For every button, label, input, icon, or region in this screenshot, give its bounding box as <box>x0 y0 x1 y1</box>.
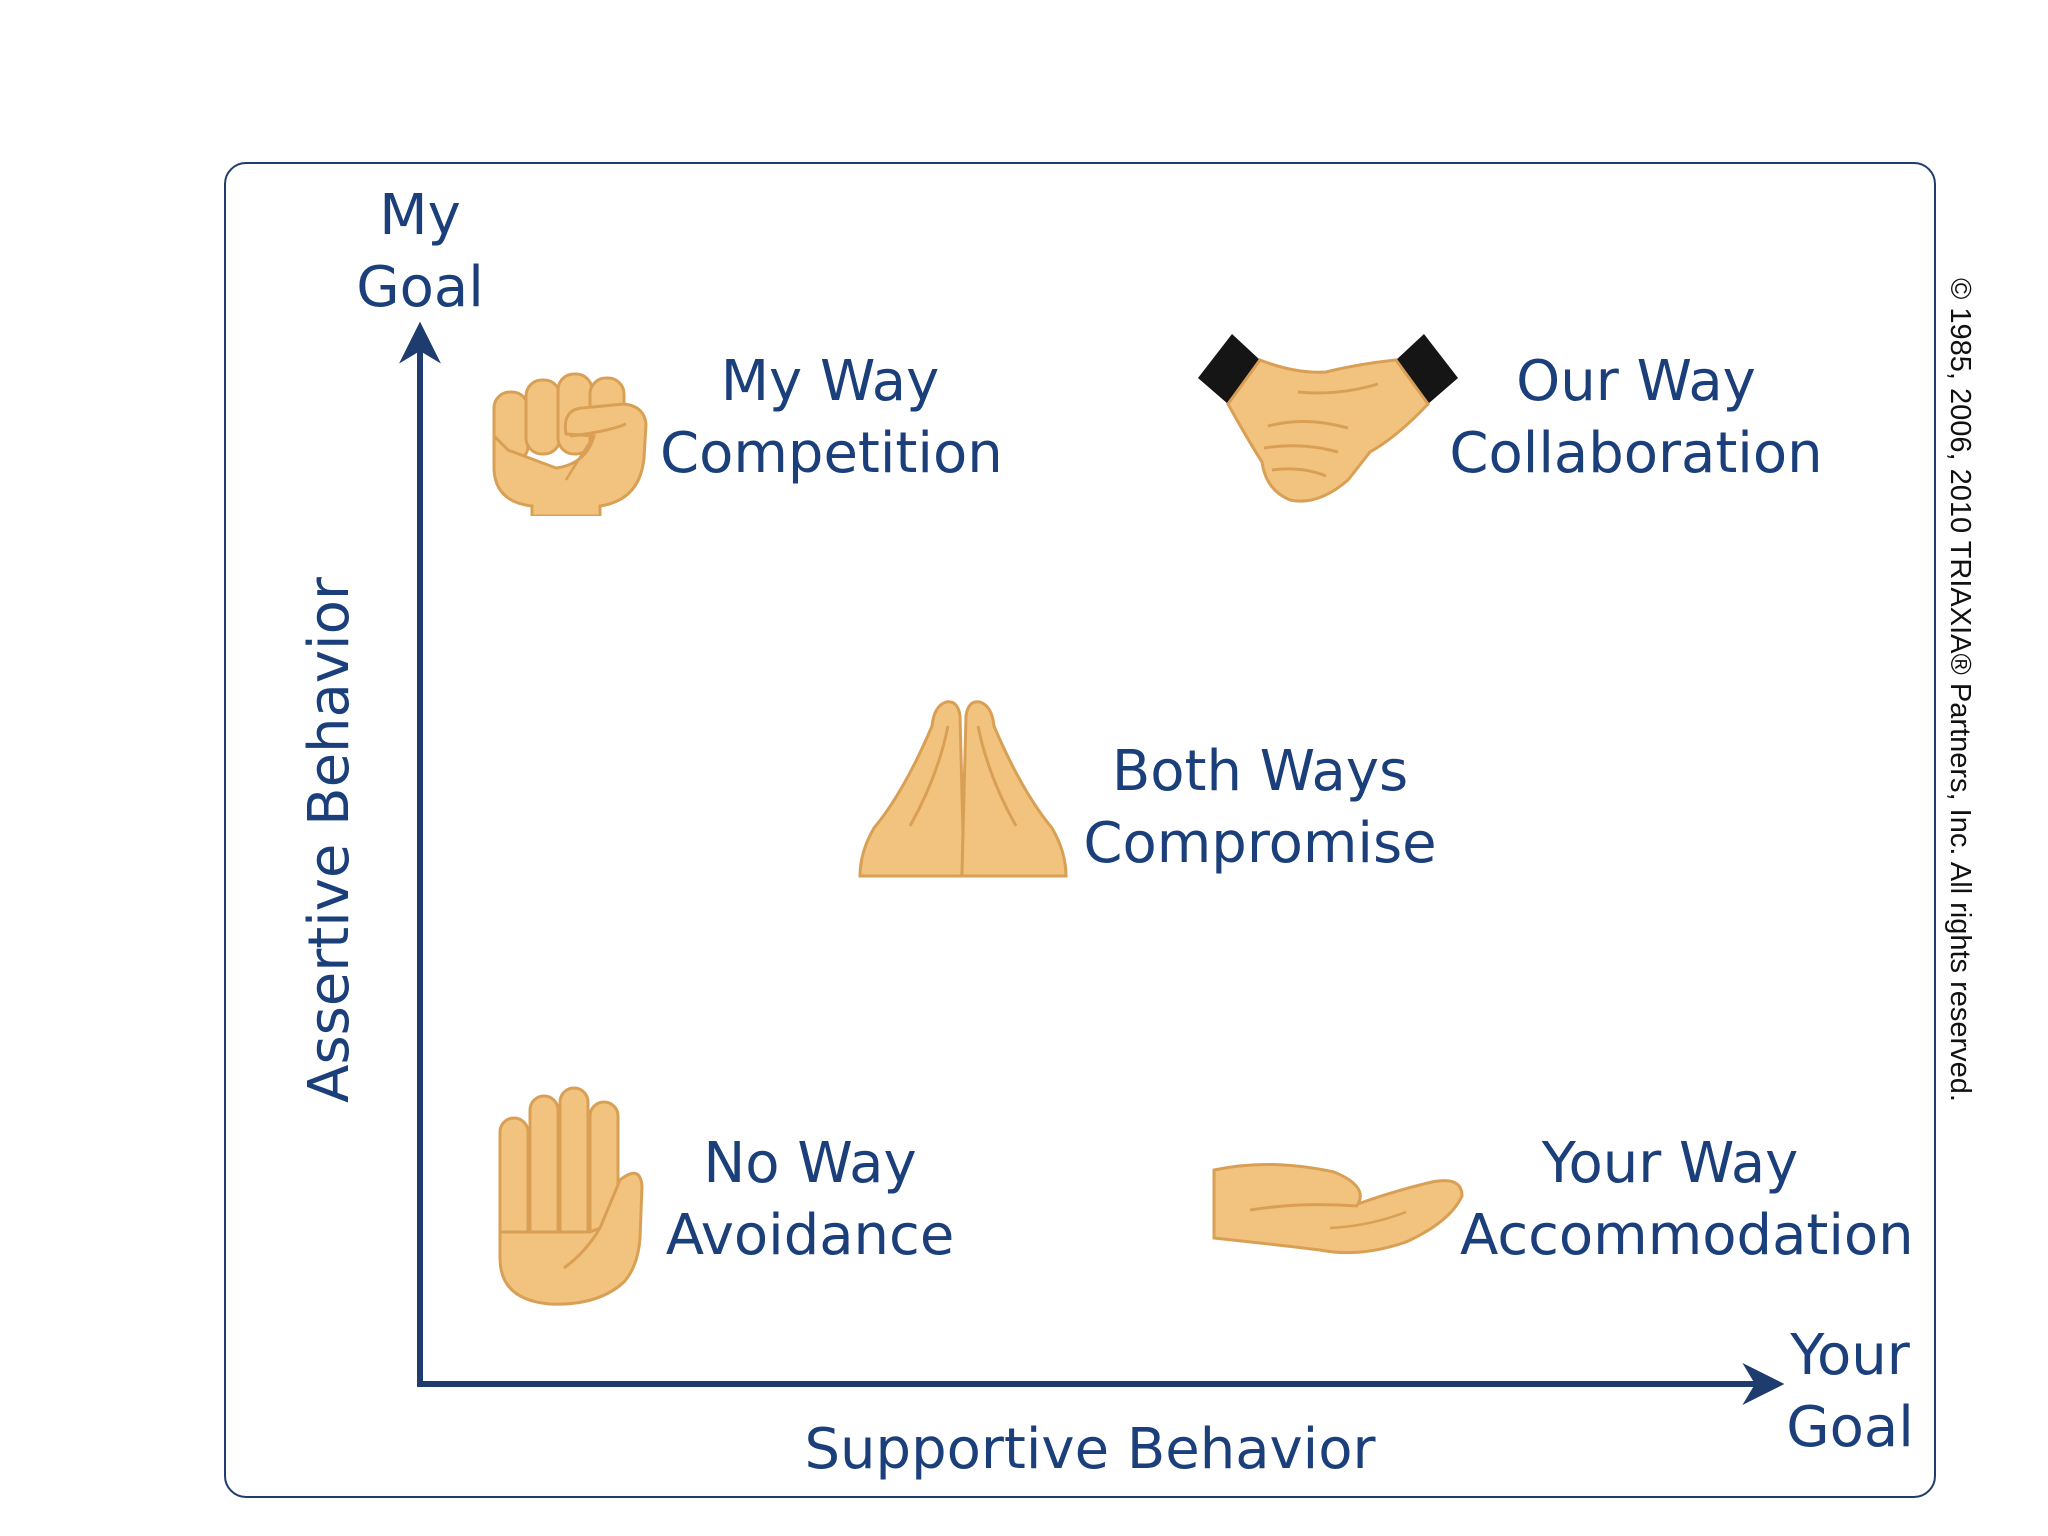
open-palm-icon <box>1212 1163 1464 1255</box>
accommodation-line1: Your Way <box>1541 1131 1799 1196</box>
y-axis-end-line2: Goal <box>356 255 484 320</box>
x-axis-end-label: Your Goal <box>1770 1320 1930 1464</box>
competition-line2: Competition <box>660 421 1003 486</box>
raised-hand-icon <box>498 1086 644 1306</box>
handshake-icon <box>1198 334 1458 503</box>
x-axis-end-line1: Your <box>1790 1323 1910 1388</box>
collaboration-line2: Collaboration <box>1449 421 1823 486</box>
y-axis-end-line1: My <box>379 183 461 248</box>
competition-line1: My Way <box>720 349 940 414</box>
y-axis-title: Assertive Behavior <box>297 577 362 1103</box>
avoidance-line2: Avoidance <box>665 1203 955 1268</box>
praying-hands-icon <box>858 700 1068 878</box>
compromise-label: Both Ways Compromise <box>1070 736 1450 880</box>
avoidance-label: No Way Avoidance <box>640 1128 980 1272</box>
fist-icon <box>492 372 648 516</box>
x-axis-end-line2: Goal <box>1786 1395 1914 1460</box>
collaboration-label: Our Way Collaboration <box>1446 346 1826 490</box>
collaboration-line1: Our Way <box>1516 349 1756 414</box>
avoidance-line1: No Way <box>703 1131 917 1196</box>
accommodation-label: Your Way Accommodation <box>1460 1128 1914 1272</box>
copyright-notice: © 1985, 2006, 2010 TRIAXIA® Partners, In… <box>1944 277 1976 1102</box>
compromise-line1: Both Ways <box>1111 739 1409 804</box>
x-axis-title: Supportive Behavior <box>804 1417 1376 1482</box>
compromise-line2: Compromise <box>1083 811 1437 876</box>
accommodation-line2: Accommodation <box>1460 1203 1914 1268</box>
y-axis-end-label: My Goal <box>340 180 500 324</box>
competition-label: My Way Competition <box>660 346 1003 490</box>
